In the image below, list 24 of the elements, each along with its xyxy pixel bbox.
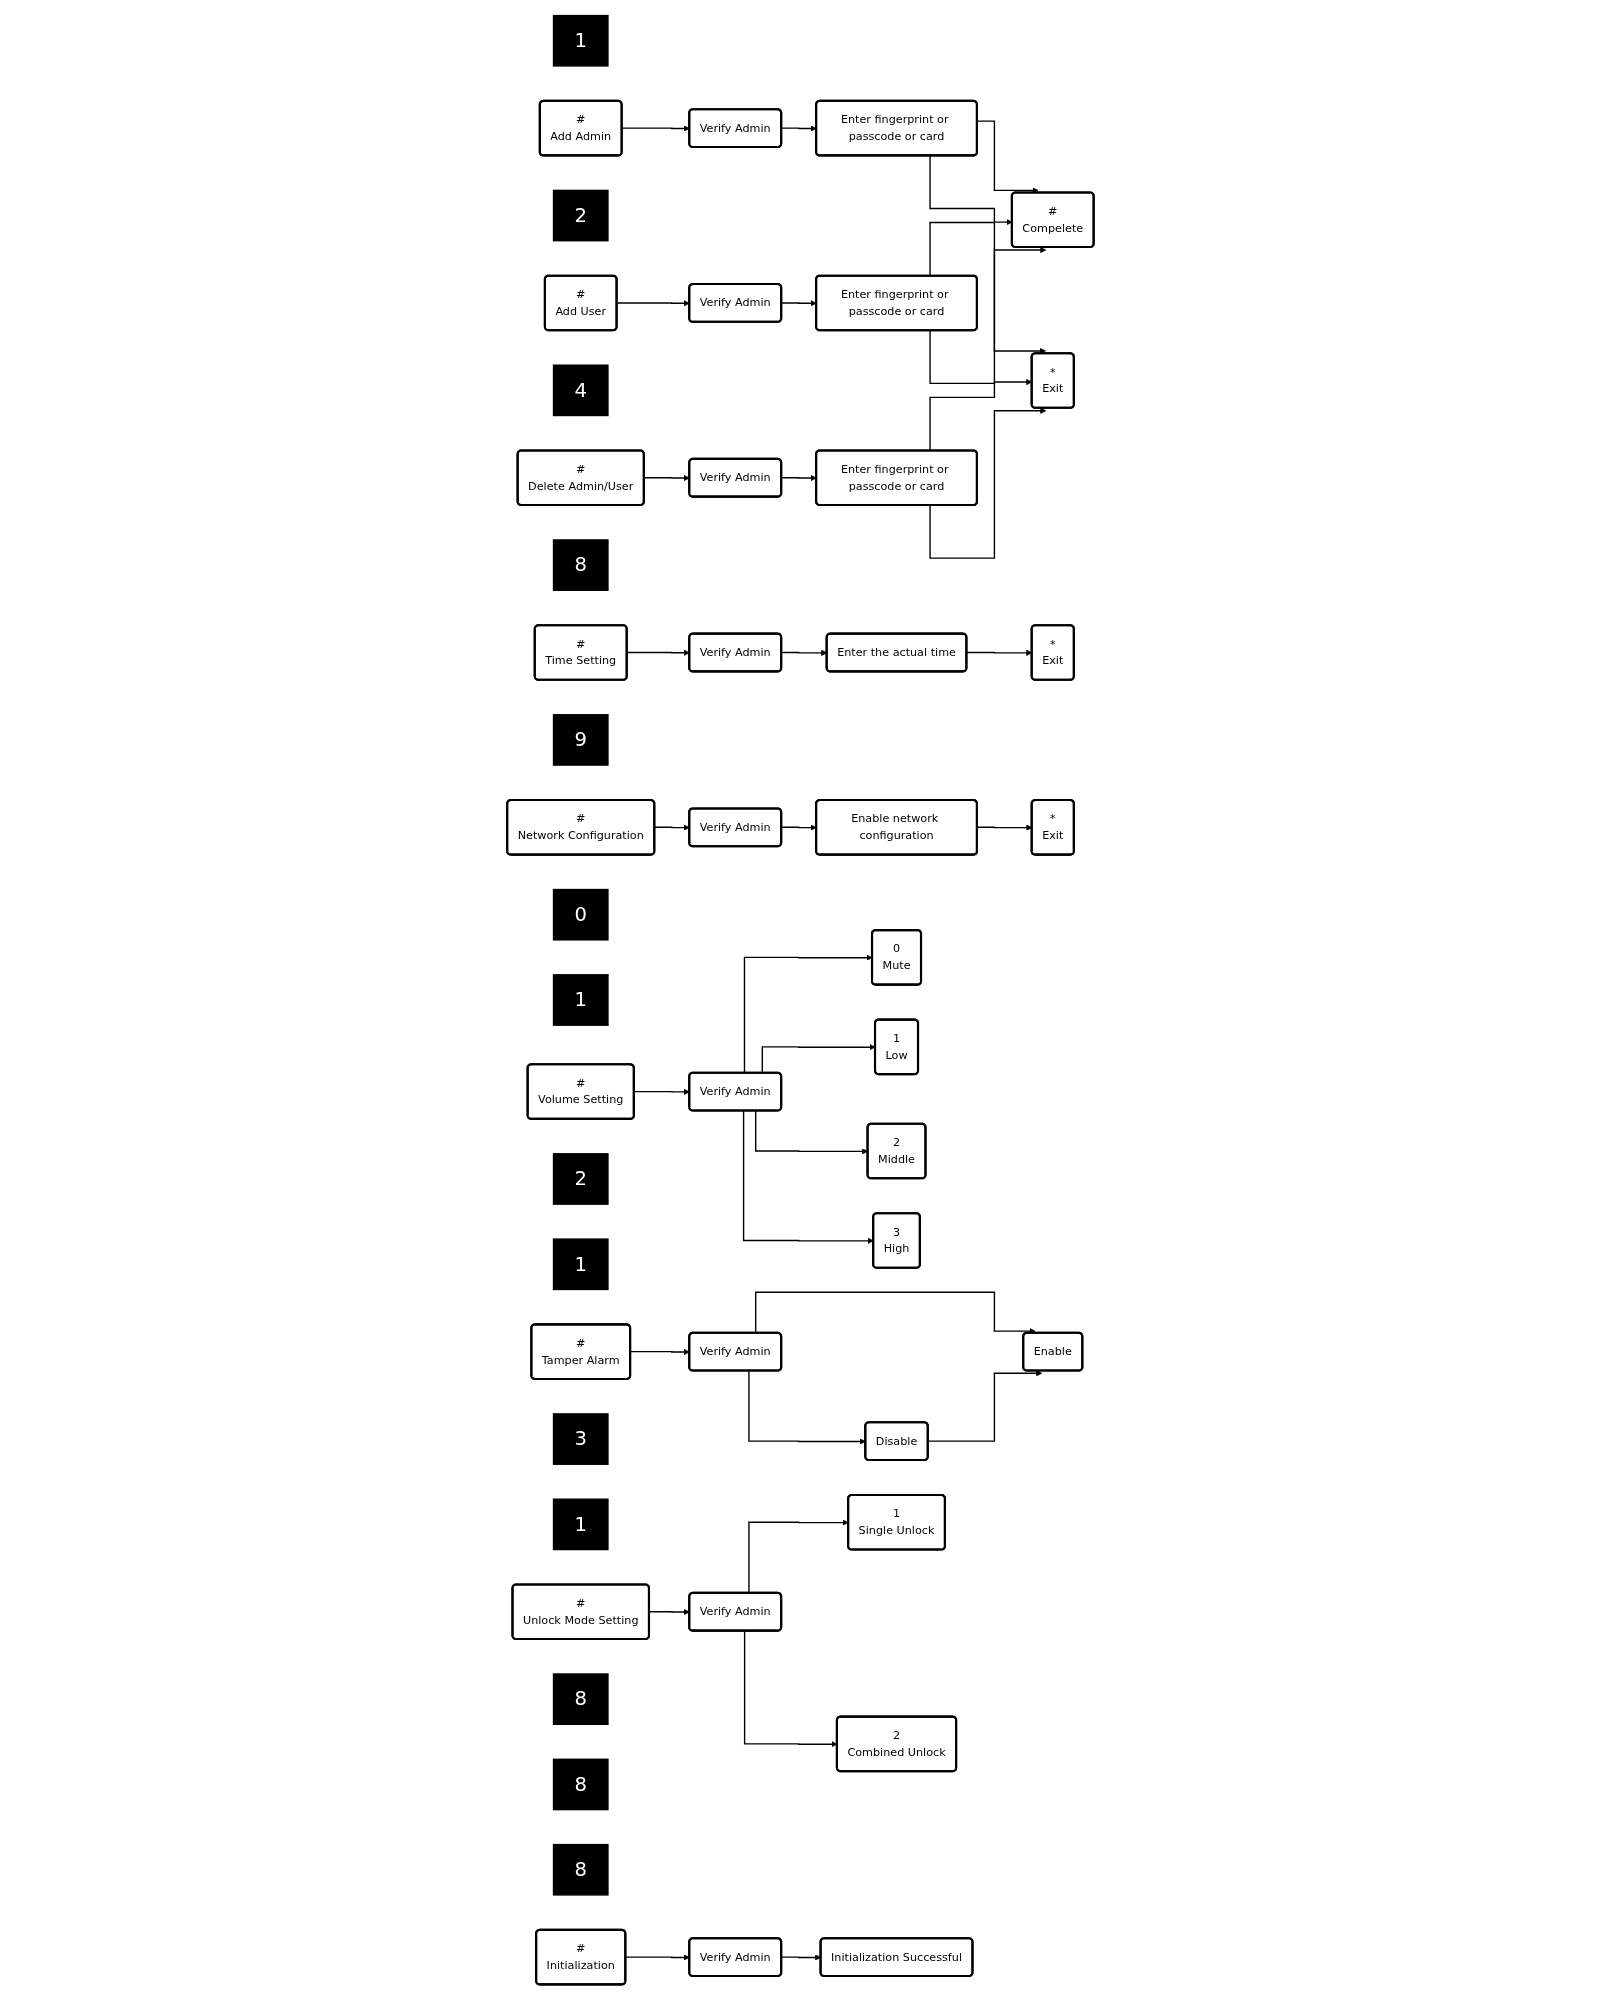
node-box: 8 (552, 539, 609, 591)
node-box: 1 (552, 1238, 609, 1291)
arrow (965, 649, 1032, 656)
node-box: 1 (552, 1498, 609, 1551)
node-box: 8 (552, 1843, 609, 1896)
node-box: 2 (552, 1153, 609, 1205)
node-box: 1 (552, 974, 609, 1026)
arrow (928, 407, 1046, 559)
node-box: 3 (552, 1413, 609, 1465)
arrow (927, 1370, 1042, 1443)
node-box: 8 (552, 1673, 609, 1725)
arrow (780, 1954, 821, 1961)
node-box: 1 (552, 14, 609, 67)
node-box: 8 (552, 1758, 609, 1811)
arrow (976, 120, 1039, 194)
arrow (780, 649, 827, 656)
arrow (976, 824, 1032, 831)
arrow (754, 1291, 1036, 1335)
arrow (754, 1110, 868, 1155)
node-box: 0 (552, 888, 609, 941)
arrow (928, 155, 1046, 355)
node-box: 9 (552, 714, 609, 766)
node-box: 4 (552, 364, 609, 417)
node-box: 2 (552, 189, 609, 242)
